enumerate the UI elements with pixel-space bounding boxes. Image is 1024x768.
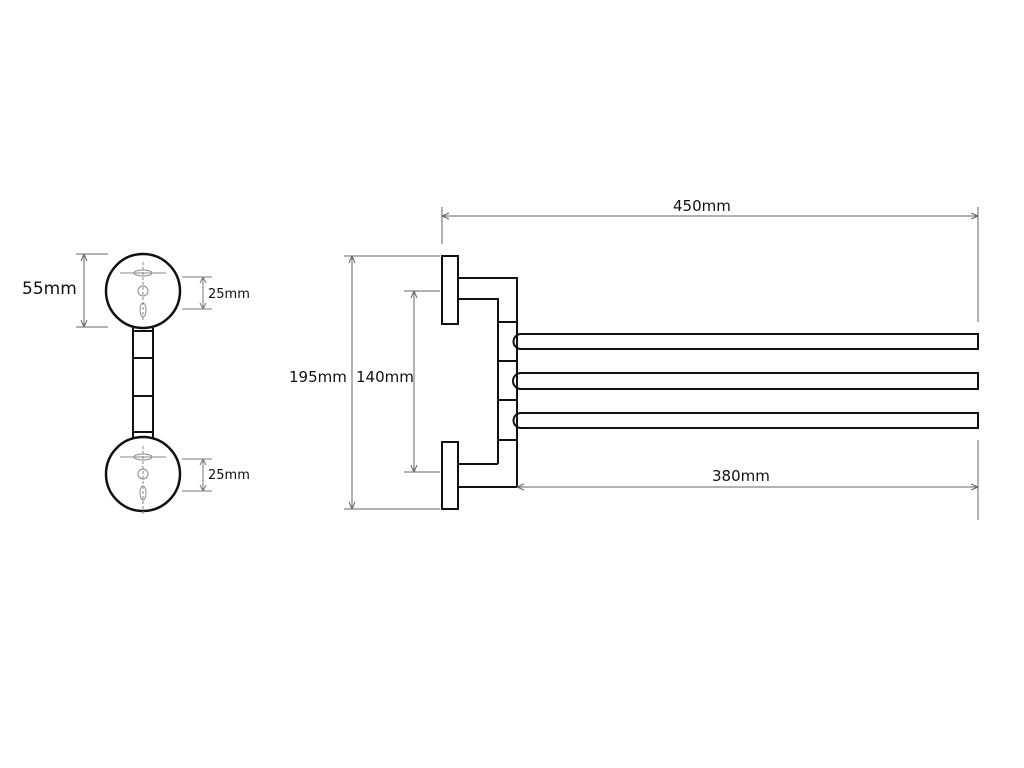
dim-bottom-25mm-line [182,458,212,492]
swing-arm [512,372,979,390]
bottom-bracket [458,463,517,488]
dim-450mm-label: 450mm [673,197,731,215]
dim-195mm-line [344,255,440,510]
side-top-rose [104,252,182,330]
dim-bottom-25mm-label: 25mm [208,468,250,483]
side-bottom-rose [104,435,182,516]
dim-55mm-line [76,253,108,328]
dim-140mm-line [404,290,440,473]
front-view [441,255,979,510]
dim-140mm-label: 140mm [356,368,414,386]
dim-195mm-label: 195mm [289,368,347,386]
top-wall-plate [441,255,459,325]
dim-380mm-label: 380mm [712,467,770,485]
pivot-hinge-stack [498,321,518,487]
top-screw-hole-icon [120,262,166,322]
top-bracket [458,277,518,464]
front-dimensions [344,207,979,520]
dim-top-25mm-line [182,276,212,310]
side-connector-bar [132,328,154,438]
dim-top-25mm-label: 25mm [208,287,250,302]
bottom-wall-plate [441,441,459,510]
swing-arm [512,412,979,429]
side-view [76,252,212,516]
bottom-screw-hole-icon [120,446,166,516]
dim-450mm-line [441,207,979,322]
dim-55mm-label: 55mm [22,279,77,299]
dim-380mm-line [516,440,979,520]
swing-arm [512,333,979,350]
